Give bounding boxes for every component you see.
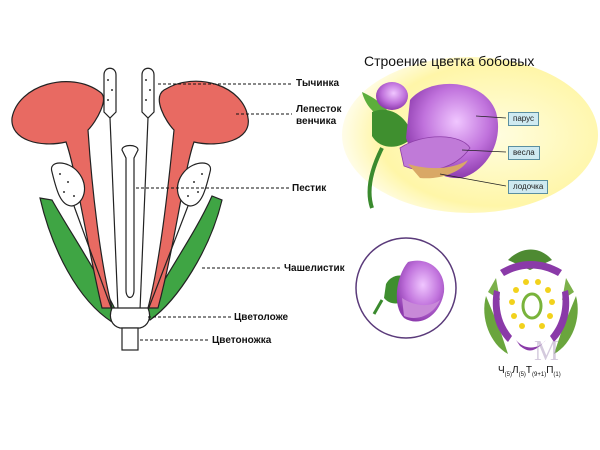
legume-title: Строение цветка бобовых: [364, 53, 535, 69]
floral-formula: Ч(5)Л(5)Т(9+1)П(1): [498, 365, 561, 378]
formula-stamens: Т: [525, 365, 533, 376]
formula-pistil-count: (1): [553, 372, 561, 378]
label-petal-line2: венчика: [296, 116, 337, 127]
formula-corolla: Л: [512, 365, 519, 376]
flower-diagram: [11, 67, 249, 351]
leader-lines: [136, 83, 292, 341]
formula-calyx: Ч: [498, 365, 505, 376]
label-sepal: Чашелистик: [284, 263, 345, 274]
legume-flower-illustration: [342, 57, 598, 213]
receptacle: [109, 307, 151, 329]
label-pedicel: Цветоножка: [212, 335, 272, 346]
svg-text:M: M: [534, 336, 559, 367]
pedicel: [121, 327, 139, 351]
tag-keel: лодочка: [508, 180, 549, 194]
label-pistil: Пестик: [292, 183, 327, 194]
pistil: [121, 144, 139, 299]
pollen-dots: [59, 79, 203, 197]
label-receptacle: Цветоложе: [234, 312, 289, 323]
formula-calyx-count: (5): [504, 372, 513, 378]
formula-corolla-count: (5): [518, 372, 526, 378]
keel-petal: [408, 160, 468, 179]
formula-stamens-count: (9+1): [532, 372, 547, 378]
label-stamen: Тычинка: [296, 78, 340, 89]
legume-connectors: [439, 115, 507, 187]
formula-pistil: П: [546, 365, 554, 376]
stamen-top-left: [103, 67, 117, 119]
petal-right: [147, 80, 249, 309]
tag-banner: парус: [508, 112, 540, 126]
legume-flower-circle: [355, 237, 457, 339]
petal-left: [11, 81, 113, 309]
stamen-top-right: [141, 67, 155, 119]
label-petal-line1: Лепесток: [296, 104, 342, 115]
tag-wings: весла: [508, 146, 540, 160]
floral-diagram: M: [484, 249, 578, 367]
